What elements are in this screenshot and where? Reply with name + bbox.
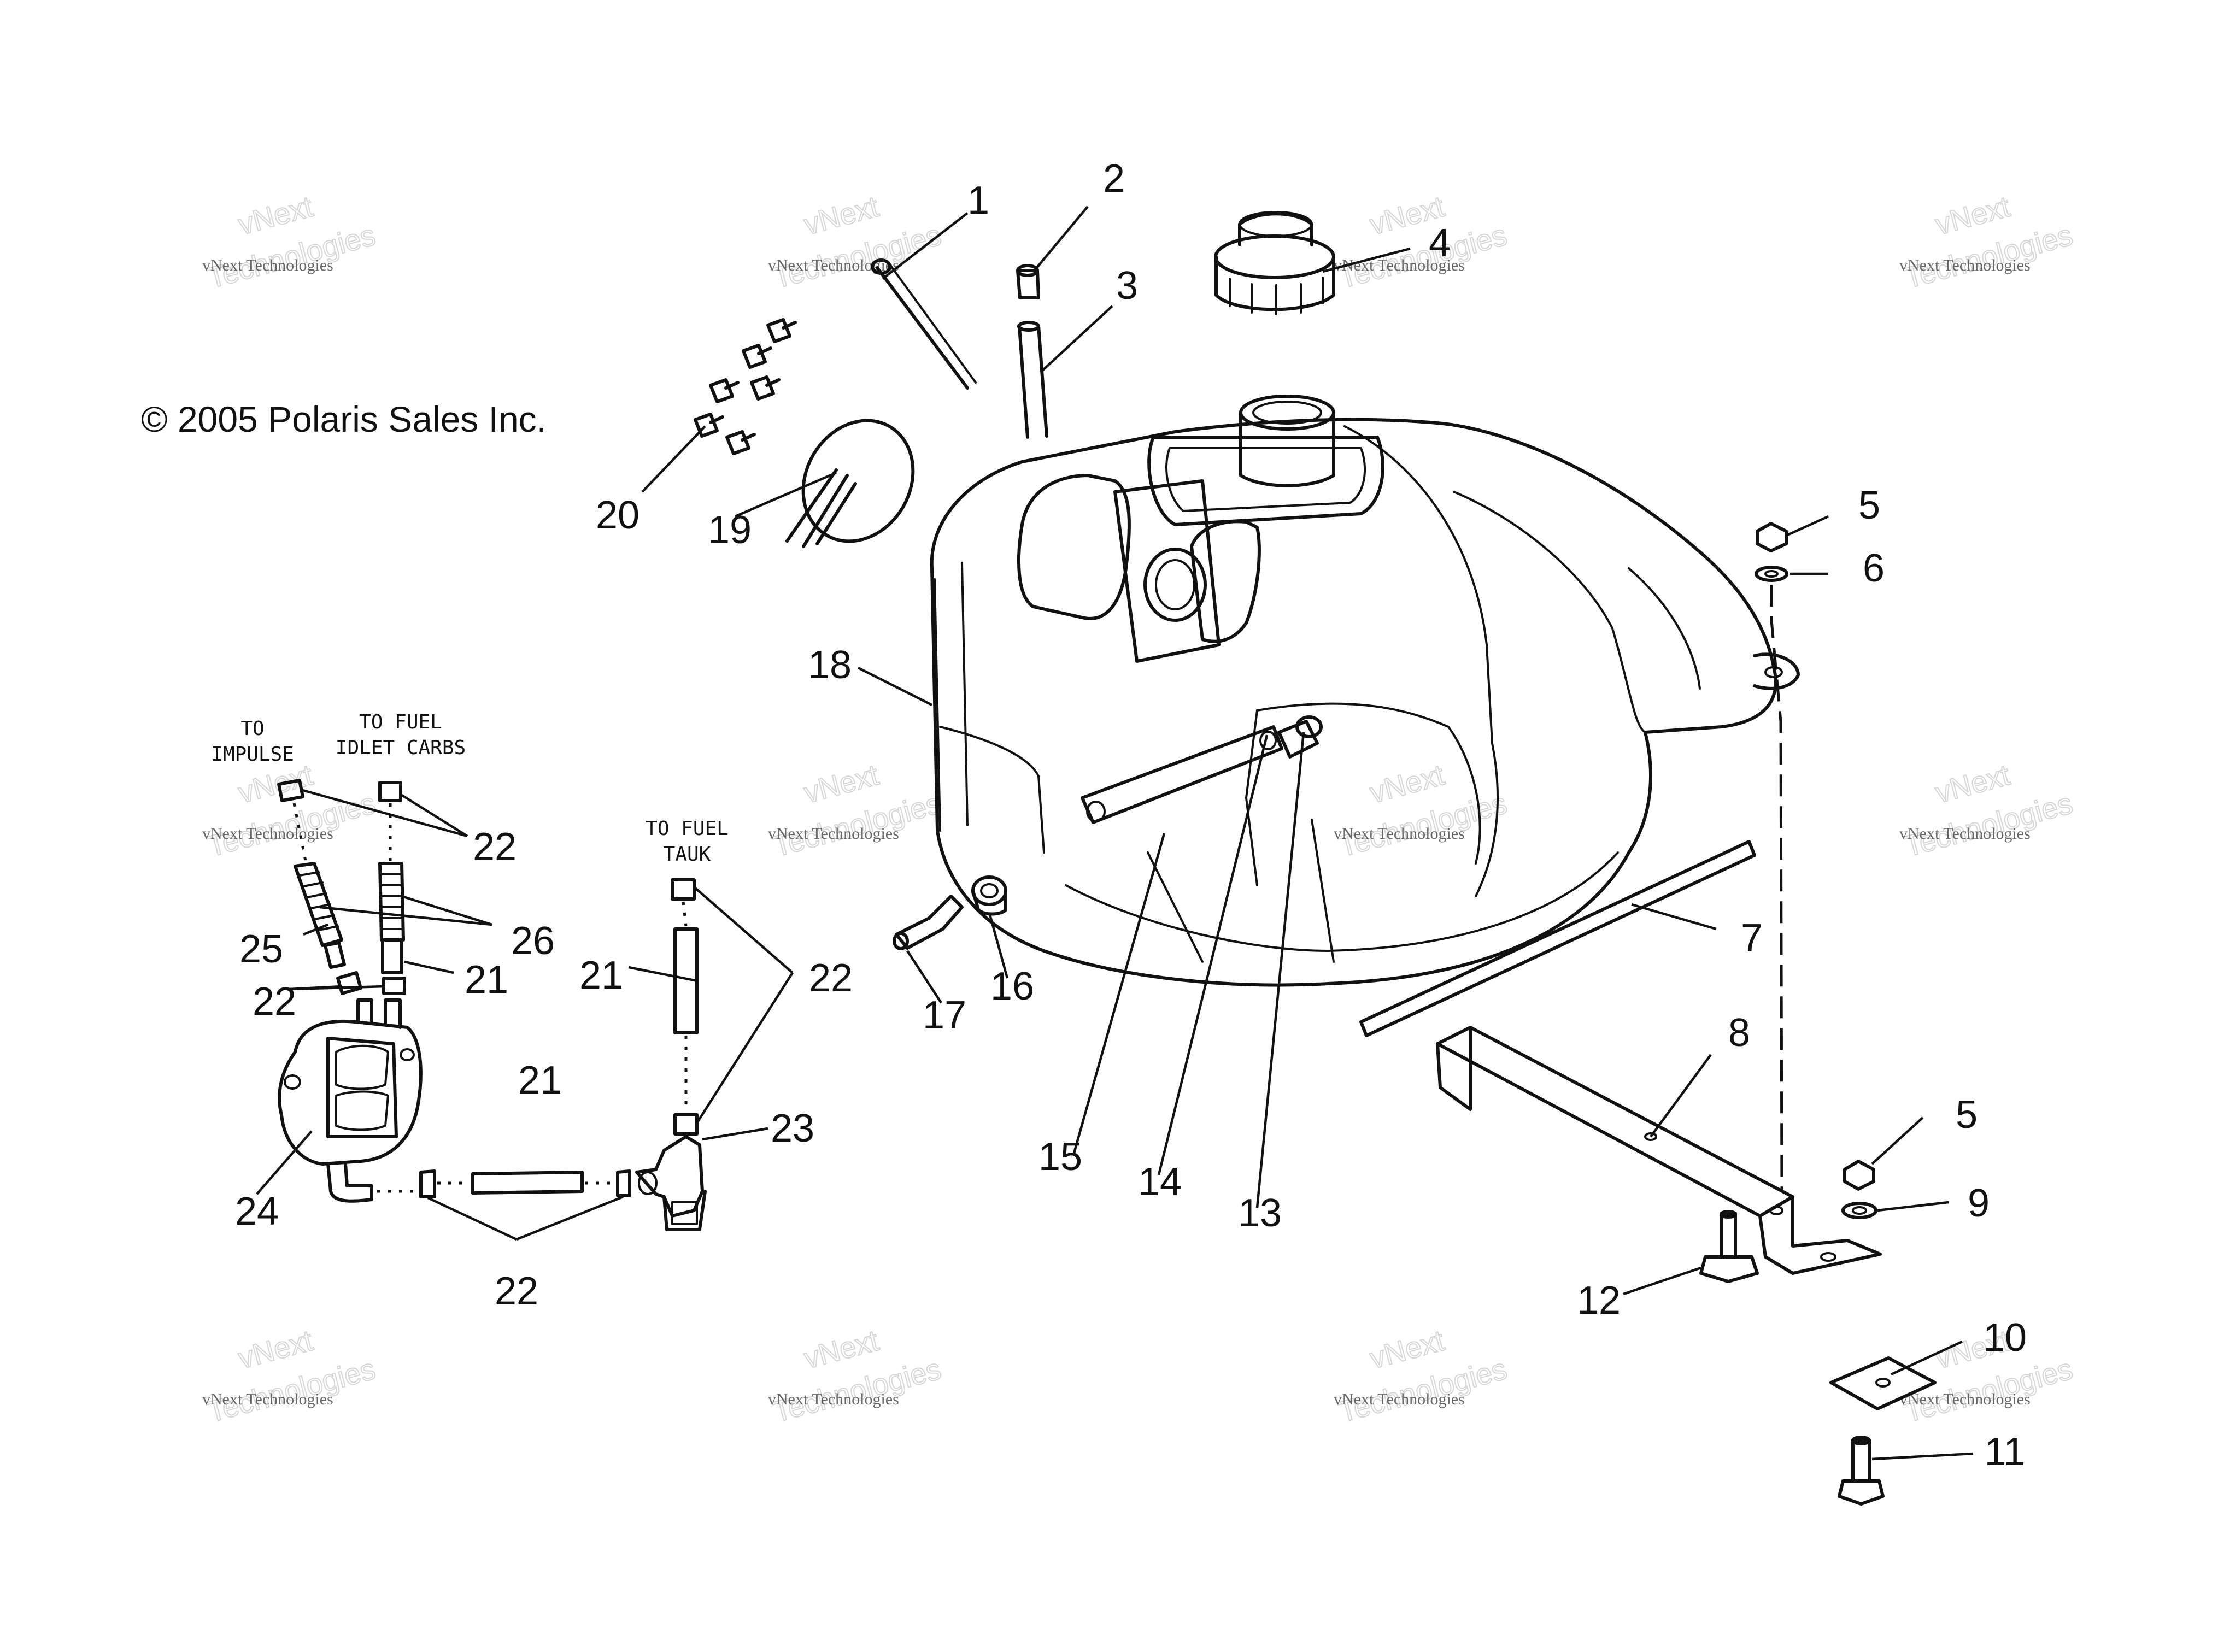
watermark-line1: vNext <box>1932 190 2014 242</box>
watermark-line1: vNext <box>1932 759 2014 810</box>
watermark: vNext Technologies <box>1335 1324 1511 1430</box>
callout-9: 9 <box>1968 1181 1990 1225</box>
tank-strap <box>1081 725 1283 824</box>
callout-15: 15 <box>1038 1135 1082 1179</box>
watermark-name: vNext Technologies <box>1334 825 1465 843</box>
watermark-name: vNext Technologies <box>768 825 899 843</box>
callout-23: 23 <box>771 1107 814 1150</box>
watermark-name: vNext Technologies <box>202 256 333 274</box>
callout-8: 8 <box>1728 1011 1750 1055</box>
watermark: vNext Technologies <box>203 190 379 296</box>
watermark: vNext Technologies <box>1335 758 1511 864</box>
grommet <box>971 875 1007 916</box>
watermark-line1: vNext <box>235 190 316 242</box>
callout-4: 4 <box>1429 221 1451 265</box>
watermark-name: vNext Technologies <box>768 1390 899 1408</box>
callout-2: 2 <box>1103 157 1125 201</box>
callout-21-pump: 21 <box>465 958 508 1002</box>
callouts: 1 2 3 4 5 6 7 8 9 5 10 11 12 13 14 15 16… <box>235 157 2027 1474</box>
leader-lines <box>256 205 1974 1461</box>
callout-18: 18 <box>808 643 852 687</box>
alignment-line-right <box>1770 585 1783 1192</box>
fuel-pump-assembly: TO IMPULSE TO FUEL IDLET CARBS TO FUEL T… <box>211 711 729 1231</box>
note-to-fuel-inlet-l2: IDLET CARBS <box>336 737 466 759</box>
vent-line <box>871 258 977 390</box>
watermark-line1: vNext <box>801 1324 882 1375</box>
watermark-line1: vNext <box>235 1324 316 1375</box>
watermark-line1: vNext <box>1366 759 1448 810</box>
callout-22-top: 22 <box>473 825 517 869</box>
plate-hole <box>1875 1378 1891 1388</box>
watermark-name: vNext Technologies <box>1334 1390 1465 1408</box>
note-to-fuel-inlet-l1: TO FUEL <box>359 711 442 733</box>
mounting-bracket <box>1436 1026 1882 1275</box>
watermark-line1: vNext <box>235 759 316 810</box>
watermark: vNext Technologies <box>769 1324 945 1430</box>
watermark: vNext Technologies <box>769 758 945 864</box>
callout-22-tank: 22 <box>809 956 853 1000</box>
callout-21-tank: 21 <box>579 954 623 997</box>
note-to-fuel-tank-l2: TAUK <box>664 843 711 866</box>
watermark-name: vNext Technologies <box>1899 825 2031 843</box>
watermark-line1: vNext <box>801 759 882 810</box>
watermark-name: vNext Technologies <box>202 825 333 843</box>
note-to-impulse-l2: IMPULSE <box>211 743 294 766</box>
plate <box>1829 1356 1937 1410</box>
callout-22-left: 22 <box>253 980 296 1024</box>
callout-13: 13 <box>1238 1191 1282 1235</box>
spacer <box>1277 715 1323 759</box>
vent-valve <box>1016 264 1040 299</box>
callout-6: 6 <box>1863 546 1885 590</box>
callout-21-hose: 21 <box>518 1059 562 1102</box>
watermark: vNext Technologies <box>1900 758 2076 864</box>
callout-25: 25 <box>239 927 283 971</box>
watermark-line1: vNext <box>801 190 882 242</box>
note-to-fuel-tank-l1: TO FUEL <box>646 818 729 840</box>
fuel-tank <box>930 395 1800 987</box>
copyright-text: © 2005 Polaris Sales Inc. <box>141 399 547 439</box>
callout-24: 24 <box>235 1190 279 1233</box>
callout-14: 14 <box>1138 1160 1182 1204</box>
callout-1: 1 <box>967 179 989 222</box>
watermark-name: vNext Technologies <box>1899 256 2031 274</box>
watermark: vNext Technologies <box>1335 190 1511 296</box>
tube <box>1017 321 1048 439</box>
note-to-impulse-l1: TO <box>240 718 264 740</box>
callout-19: 19 <box>708 508 752 552</box>
watermark-line1: vNext <box>1366 1324 1448 1375</box>
callout-22-bottom: 22 <box>495 1269 538 1313</box>
callout-5-bottom: 5 <box>1956 1093 1978 1137</box>
callout-11: 11 <box>1985 1430 2026 1474</box>
callout-20: 20 <box>596 493 639 537</box>
callout-16: 16 <box>990 965 1034 1008</box>
callout-3: 3 <box>1116 264 1138 308</box>
watermark: vNext Technologies <box>769 190 945 296</box>
fuel-cap <box>1214 211 1335 315</box>
fitting <box>893 895 964 950</box>
bolt <box>1699 1210 1759 1283</box>
pump-flange <box>785 419 915 548</box>
screws <box>694 318 797 455</box>
watermark: vNext Technologies <box>1900 190 2076 296</box>
callout-26: 26 <box>511 919 555 963</box>
callout-7: 7 <box>1741 916 1763 960</box>
watermark: vNext Technologies <box>203 1324 379 1430</box>
bolt-lower <box>1838 1436 1885 1506</box>
foam-strip <box>1359 840 1756 1037</box>
callout-5-top: 5 <box>1858 484 1880 527</box>
watermark-name: vNext Technologies <box>202 1390 333 1408</box>
nut-bottom <box>1841 1160 1877 1219</box>
callout-12: 12 <box>1577 1279 1621 1322</box>
callout-10: 10 <box>1983 1316 2027 1360</box>
watermark-name: vNext Technologies <box>1899 1390 2031 1408</box>
nut-top <box>1755 522 1788 582</box>
watermark-name: vNext Technologies <box>1334 256 1465 274</box>
callout-17: 17 <box>923 993 966 1037</box>
